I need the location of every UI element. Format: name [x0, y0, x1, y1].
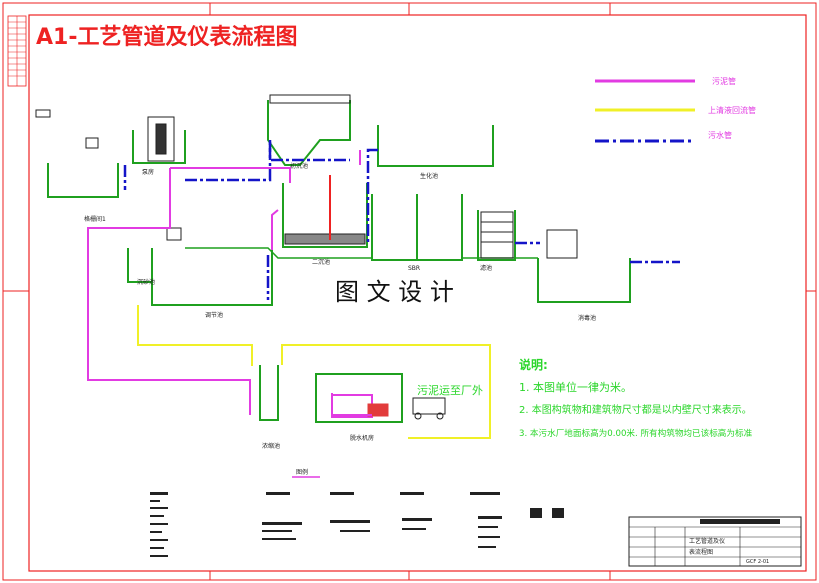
sludge-pipe-1: [170, 167, 291, 183]
uv-disinfect-unit: [546, 229, 578, 259]
sewage-pipe-2: [185, 140, 272, 182]
label-primary: 初沉池: [290, 162, 308, 170]
notes: 说明: 1. 本图单位一律为米。 2. 本图构筑物和建筑物尺寸都是以内壁尺寸来表…: [519, 357, 753, 439]
sludge-pipe-main: [87, 168, 251, 415]
label-grit: 沉砂池: [137, 278, 155, 286]
sewage-pipes: [123, 140, 680, 300]
grit-channel: [127, 248, 152, 283]
dosing-box: [85, 137, 99, 149]
title-block-name-1: 工艺管道及仪: [689, 537, 725, 545]
label-biochem: 生化池: [420, 172, 438, 180]
supernatant-legend-label: 上清液回流管: [708, 105, 756, 115]
aeration-bed: [284, 233, 366, 245]
title-block: 工艺管道及仪 表流程图 GCF 2-01: [628, 516, 802, 567]
note-item-3: 3. 本污水厂地面标高为0.00米. 所有构筑物均已该标高为标准: [519, 427, 753, 439]
disinfect-tank: [537, 258, 631, 303]
dewater-house: [315, 373, 403, 423]
binding-margin: [7, 15, 27, 87]
pump-motor: [155, 123, 167, 155]
drawing-title: A1-工艺管道及仪表流程图: [36, 24, 297, 50]
ground-line-1: [185, 247, 372, 259]
pump-unit: [147, 116, 175, 162]
sludge-pipe-4: [331, 393, 372, 416]
pump-room-tank: [132, 130, 186, 164]
label-sbr: SBR: [408, 265, 420, 272]
sludge-truck: [412, 397, 446, 415]
supernatant-pipe-2: [281, 344, 491, 439]
sludge-pipe-2: [271, 209, 279, 250]
equipment: [35, 94, 578, 420]
label-coarse-screen: 格栅间1: [84, 215, 106, 223]
sludge-legend-label: 污泥管: [712, 76, 736, 86]
regulate-pump: [166, 227, 182, 241]
label-pump: 泵房: [142, 168, 154, 176]
primary-tank: [267, 100, 351, 166]
sewage-pipe-4: [366, 148, 378, 245]
label-disinfect: 消毒池: [578, 314, 596, 322]
screw-conveyor: [367, 403, 389, 417]
inner-frame: [28, 14, 807, 572]
centering-marks: [3, 3, 816, 580]
upper-biochem-tank: [377, 125, 494, 167]
structures: [47, 100, 631, 423]
filter-press: [331, 394, 373, 418]
title-block-number: GCF 2-01: [746, 559, 769, 565]
filter-media: [480, 211, 514, 259]
label-dewater: 脱水机房: [350, 434, 374, 442]
note-item-2: 2. 本图构筑物和建筑物尺寸都是以内壁尺寸来表示。: [519, 403, 752, 416]
regulate-tank: [151, 248, 273, 306]
label-secondary: 二沉池: [312, 258, 330, 266]
supernatant-pipes: [137, 305, 491, 439]
symbol-legend: [150, 492, 564, 557]
note-item-1: 1. 本图单位一律为米。: [519, 380, 632, 394]
notes-heading: 说明:: [519, 357, 548, 372]
sludge-out-label: 污泥运至厂外: [417, 384, 483, 397]
filter-tank: [477, 210, 516, 261]
sewage-legend-label: 污水管: [708, 130, 732, 140]
label-filter: 滤池: [480, 264, 492, 272]
primary-top-walk: [269, 94, 351, 104]
supernatant-pipe-1: [137, 305, 253, 366]
title-block-name-2: 表流程图: [689, 548, 713, 556]
inlet-valve: [35, 109, 51, 118]
pipe-legend: 污泥管 上清液回流管 污水管: [595, 76, 756, 143]
label-thickener: 浓缩池: [262, 442, 280, 450]
bottom-legend-title: 图例: [296, 468, 308, 476]
sewage-pipe-3: [268, 140, 350, 162]
sludge-pipes: [87, 150, 372, 416]
thickener-tank: [259, 365, 279, 421]
label-regulate: 调节池: [205, 311, 223, 319]
watermark: 图 文 设 计: [335, 278, 454, 306]
coarse-screen-tank: [47, 163, 119, 198]
